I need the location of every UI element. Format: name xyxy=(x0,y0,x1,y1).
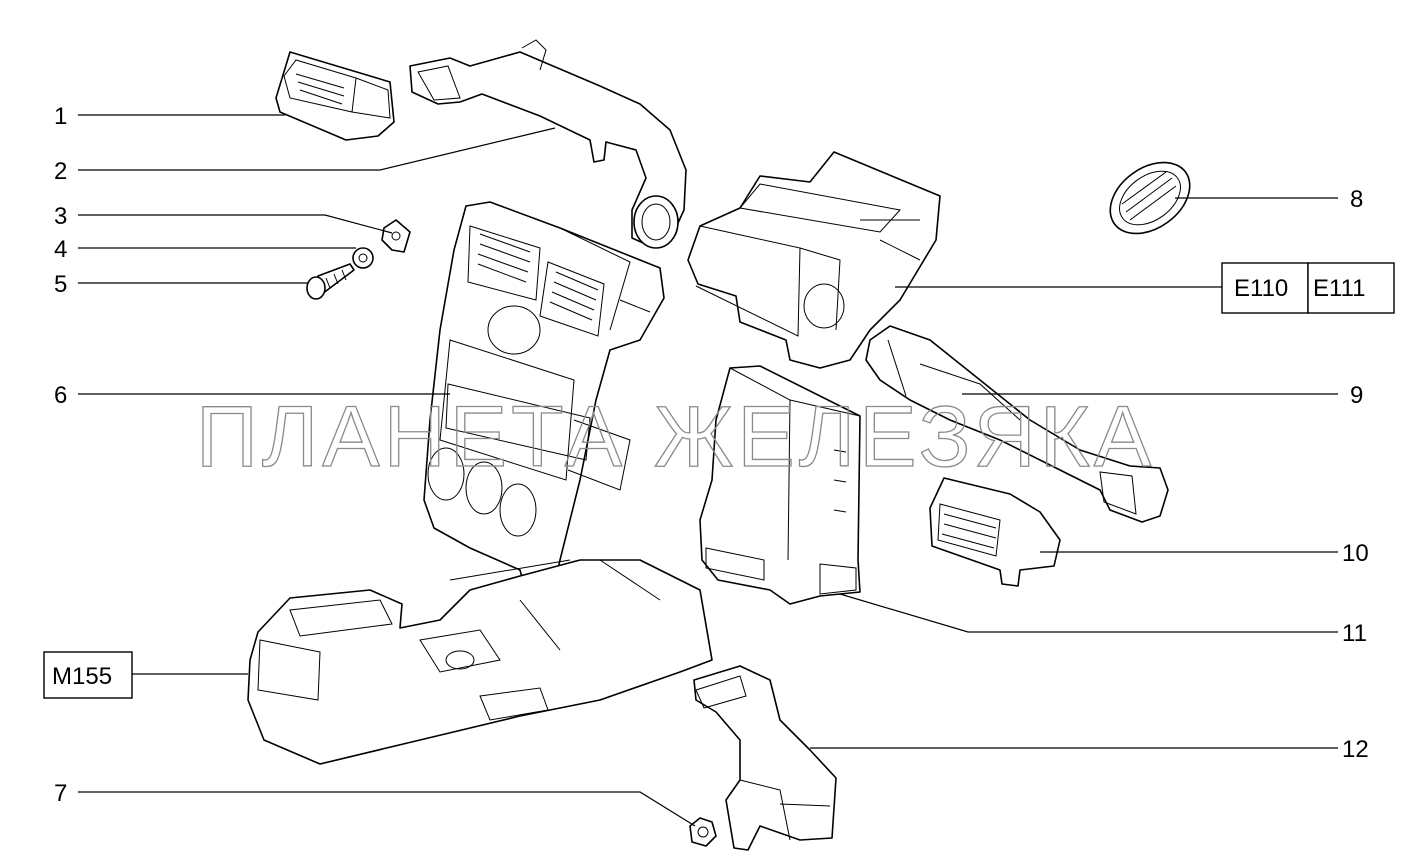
callout-11: 11 xyxy=(1342,620,1367,647)
callout-4: 4 xyxy=(54,236,67,263)
ref-box-e110: E110 xyxy=(1221,262,1309,314)
part-1-air-vent-left xyxy=(275,51,395,141)
part-9-air-duct-right xyxy=(865,325,1169,523)
callout-12: 12 xyxy=(1342,736,1369,763)
part-8-round-vent xyxy=(1109,161,1191,235)
ref-e110-label: E110 xyxy=(1234,275,1288,302)
callout-5: 5 xyxy=(54,271,67,298)
callout-10: 10 xyxy=(1342,540,1369,567)
callout-6: 6 xyxy=(54,382,67,409)
part-m155-console xyxy=(247,559,713,765)
leader-11 xyxy=(839,593,1338,633)
watermark-text: ПЛАНЕТА ЖЕЛЕЗЯКА xyxy=(196,389,1155,485)
leader-3 xyxy=(78,214,393,234)
ref-box-e111: E111 xyxy=(1307,262,1395,314)
part-7-nut xyxy=(689,817,717,847)
leader-7 xyxy=(78,791,696,827)
part-e110-heater-housing xyxy=(687,151,941,369)
callout-9: 9 xyxy=(1350,382,1363,409)
part-3-bracket xyxy=(381,219,411,253)
leader-lines xyxy=(78,114,1338,827)
ref-e111-label: E111 xyxy=(1313,275,1366,302)
part-12-rear-floor-duct xyxy=(693,665,837,851)
part-11-floor-duct xyxy=(699,365,861,605)
part-2-air-duct-left xyxy=(409,39,687,249)
callout-7: 7 xyxy=(54,780,67,807)
callout-3: 3 xyxy=(54,203,67,230)
leader-2 xyxy=(78,127,556,171)
part-10-air-vent-right xyxy=(929,477,1061,587)
part-6-center-panel xyxy=(423,201,665,615)
callout-2: 2 xyxy=(54,158,67,185)
callout-1: 1 xyxy=(54,103,67,130)
ref-box-m155: M155 xyxy=(43,651,133,699)
part-4-nut xyxy=(352,247,374,269)
ref-m155-label: M155 xyxy=(52,663,112,690)
callout-8: 8 xyxy=(1350,186,1363,213)
part-5-screw xyxy=(306,263,355,300)
